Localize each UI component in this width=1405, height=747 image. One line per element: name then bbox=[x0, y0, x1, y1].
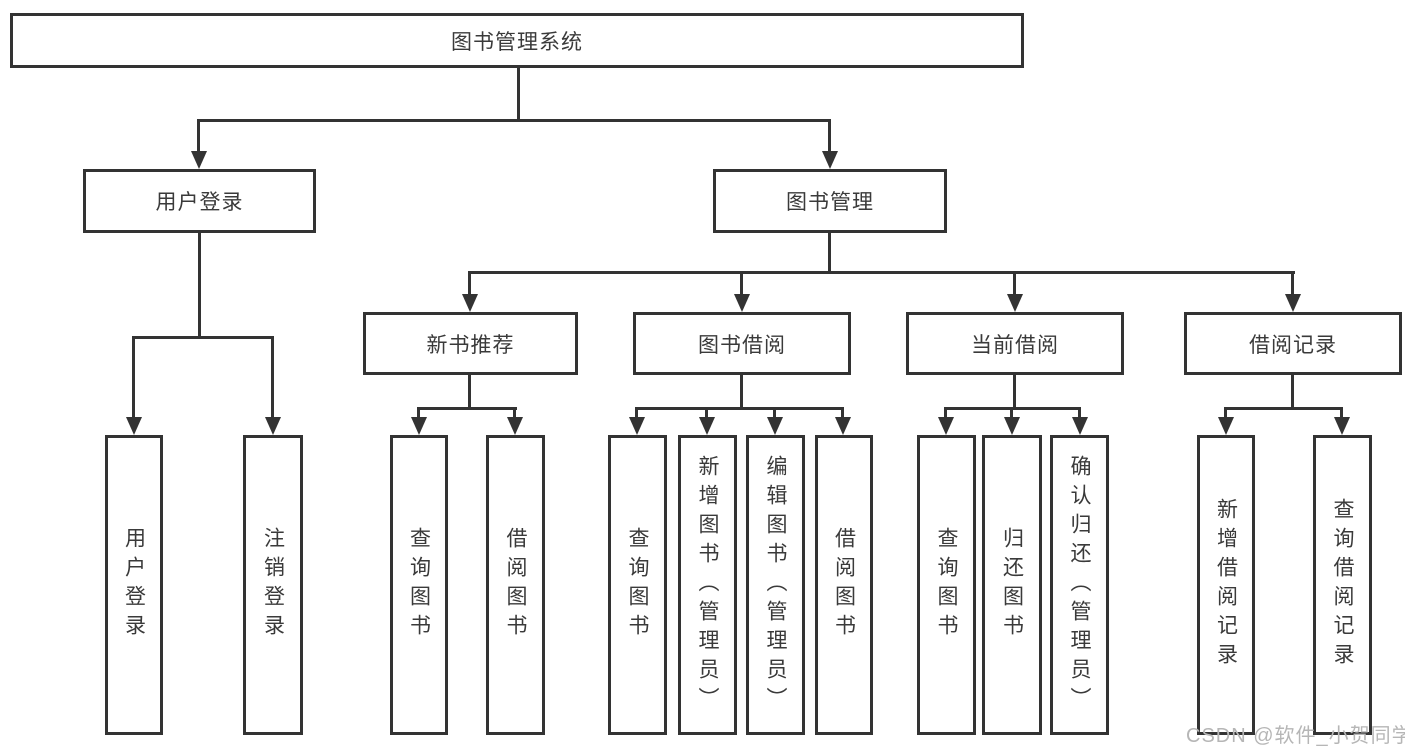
leaf-query-books-borrowing: 查询图书 bbox=[608, 435, 667, 735]
arrow-down-icon bbox=[126, 417, 142, 435]
leaf-query-books-current: 查询图书 bbox=[917, 435, 976, 735]
connector-vline bbox=[740, 375, 743, 407]
node-label: 查询图书 bbox=[935, 527, 958, 643]
leaf-user-login: 用户登录 bbox=[105, 435, 163, 735]
connector-vline bbox=[773, 407, 776, 417]
node-label: 图书管理系统 bbox=[451, 30, 583, 54]
arrow-down-icon bbox=[1218, 417, 1234, 435]
connector-vline bbox=[132, 336, 135, 417]
csdn-watermark: CSDN @软件_小贺同学 bbox=[1186, 725, 1405, 747]
arrow-down-icon bbox=[265, 417, 281, 435]
node-label: 当前借阅 bbox=[971, 333, 1059, 357]
node-label: 查询图书 bbox=[626, 527, 649, 643]
node-label: 编辑图书（管理员） bbox=[764, 454, 787, 716]
connector-vline bbox=[705, 407, 708, 417]
node-label: 新书推荐 bbox=[426, 333, 515, 357]
connector-vline bbox=[1078, 407, 1081, 417]
node-label: 归还图书 bbox=[1000, 527, 1024, 643]
node-label: 图书借阅 bbox=[698, 333, 786, 357]
connector-vline bbox=[841, 407, 844, 417]
arrow-down-icon bbox=[1334, 417, 1350, 435]
connector-hline bbox=[197, 119, 831, 122]
connector-hline bbox=[1224, 407, 1343, 410]
arrow-down-icon bbox=[938, 417, 954, 435]
connector-vline bbox=[1010, 407, 1013, 417]
leaf-add-books-admin: 新增图书（管理员） bbox=[678, 435, 737, 735]
node-label: 查询借阅记录 bbox=[1331, 498, 1354, 672]
connector-vline bbox=[197, 119, 200, 152]
connector-vline bbox=[1291, 375, 1294, 407]
connector-vline bbox=[1291, 271, 1294, 294]
connector-vline bbox=[944, 407, 947, 417]
node-borrowing-records: 借阅记录 bbox=[1184, 312, 1402, 375]
arrow-down-icon bbox=[699, 417, 715, 435]
node-label: 查询图书 bbox=[407, 527, 431, 643]
leaf-borrow-books-recommend: 借阅图书 bbox=[486, 435, 545, 735]
node-label: 图书管理 bbox=[786, 191, 874, 214]
node-label: 借阅图书 bbox=[504, 527, 527, 643]
connector-vline bbox=[740, 271, 743, 294]
arrow-down-icon bbox=[1007, 294, 1023, 312]
arrow-down-icon bbox=[629, 417, 645, 435]
node-label: 确认归还（管理员） bbox=[1068, 454, 1091, 716]
node-book-management: 图书管理 bbox=[713, 169, 947, 233]
leaf-add-borrow-record: 新增借阅记录 bbox=[1197, 435, 1255, 735]
connector-vline bbox=[513, 407, 516, 417]
connector-vline bbox=[1013, 271, 1016, 294]
leaf-borrow-books: 借阅图书 bbox=[815, 435, 873, 735]
connector-vline bbox=[1224, 407, 1227, 417]
leaf-confirm-return-admin: 确认归还（管理员） bbox=[1050, 435, 1109, 735]
connector-vline bbox=[417, 407, 420, 417]
leaf-query-books-recommend: 查询图书 bbox=[390, 435, 448, 735]
arrow-down-icon bbox=[507, 417, 523, 435]
connector-vline bbox=[468, 271, 471, 294]
node-label: 借阅记录 bbox=[1249, 333, 1337, 357]
connector-hline bbox=[635, 407, 844, 410]
arrow-down-icon bbox=[191, 151, 207, 169]
leaf-query-borrow-record: 查询借阅记录 bbox=[1313, 435, 1372, 735]
connector-vline bbox=[517, 68, 520, 119]
leaf-return-books: 归还图书 bbox=[982, 435, 1042, 735]
arrow-down-icon bbox=[835, 417, 851, 435]
node-user-login: 用户登录 bbox=[83, 169, 316, 233]
node-label: 新增借阅记录 bbox=[1214, 498, 1238, 672]
arrow-down-icon bbox=[734, 294, 750, 312]
connector-hline bbox=[417, 407, 517, 410]
node-new-book-recommendation: 新书推荐 bbox=[363, 312, 578, 375]
node-current-borrowing: 当前借阅 bbox=[906, 312, 1124, 375]
node-label: 注销登录 bbox=[261, 527, 285, 643]
connector-vline bbox=[1013, 375, 1016, 407]
connector-vline bbox=[1340, 407, 1343, 417]
arrow-down-icon bbox=[411, 417, 427, 435]
arrow-down-icon bbox=[1285, 294, 1301, 312]
node-label: 新增图书（管理员） bbox=[696, 454, 719, 716]
arrow-down-icon bbox=[822, 151, 838, 169]
connector-vline bbox=[198, 233, 201, 336]
connector-vline bbox=[828, 233, 831, 271]
leaf-edit-books-admin: 编辑图书（管理员） bbox=[746, 435, 805, 735]
arrow-down-icon bbox=[462, 294, 478, 312]
arrow-down-icon bbox=[1072, 417, 1088, 435]
node-library-management-system: 图书管理系统 bbox=[10, 13, 1024, 68]
leaf-logout: 注销登录 bbox=[243, 435, 303, 735]
node-label: 用户登录 bbox=[155, 191, 244, 214]
arrow-down-icon bbox=[767, 417, 783, 435]
connector-hline bbox=[132, 336, 274, 339]
connector-vline bbox=[468, 375, 471, 407]
connector-vline bbox=[828, 119, 831, 152]
arrow-down-icon bbox=[1004, 417, 1020, 435]
node-label: 用户登录 bbox=[122, 527, 146, 643]
connector-vline bbox=[271, 336, 274, 417]
node-book-borrowing: 图书借阅 bbox=[633, 312, 851, 375]
connector-hline bbox=[468, 271, 1295, 274]
connector-vline bbox=[635, 407, 638, 417]
node-label: 借阅图书 bbox=[832, 527, 856, 643]
